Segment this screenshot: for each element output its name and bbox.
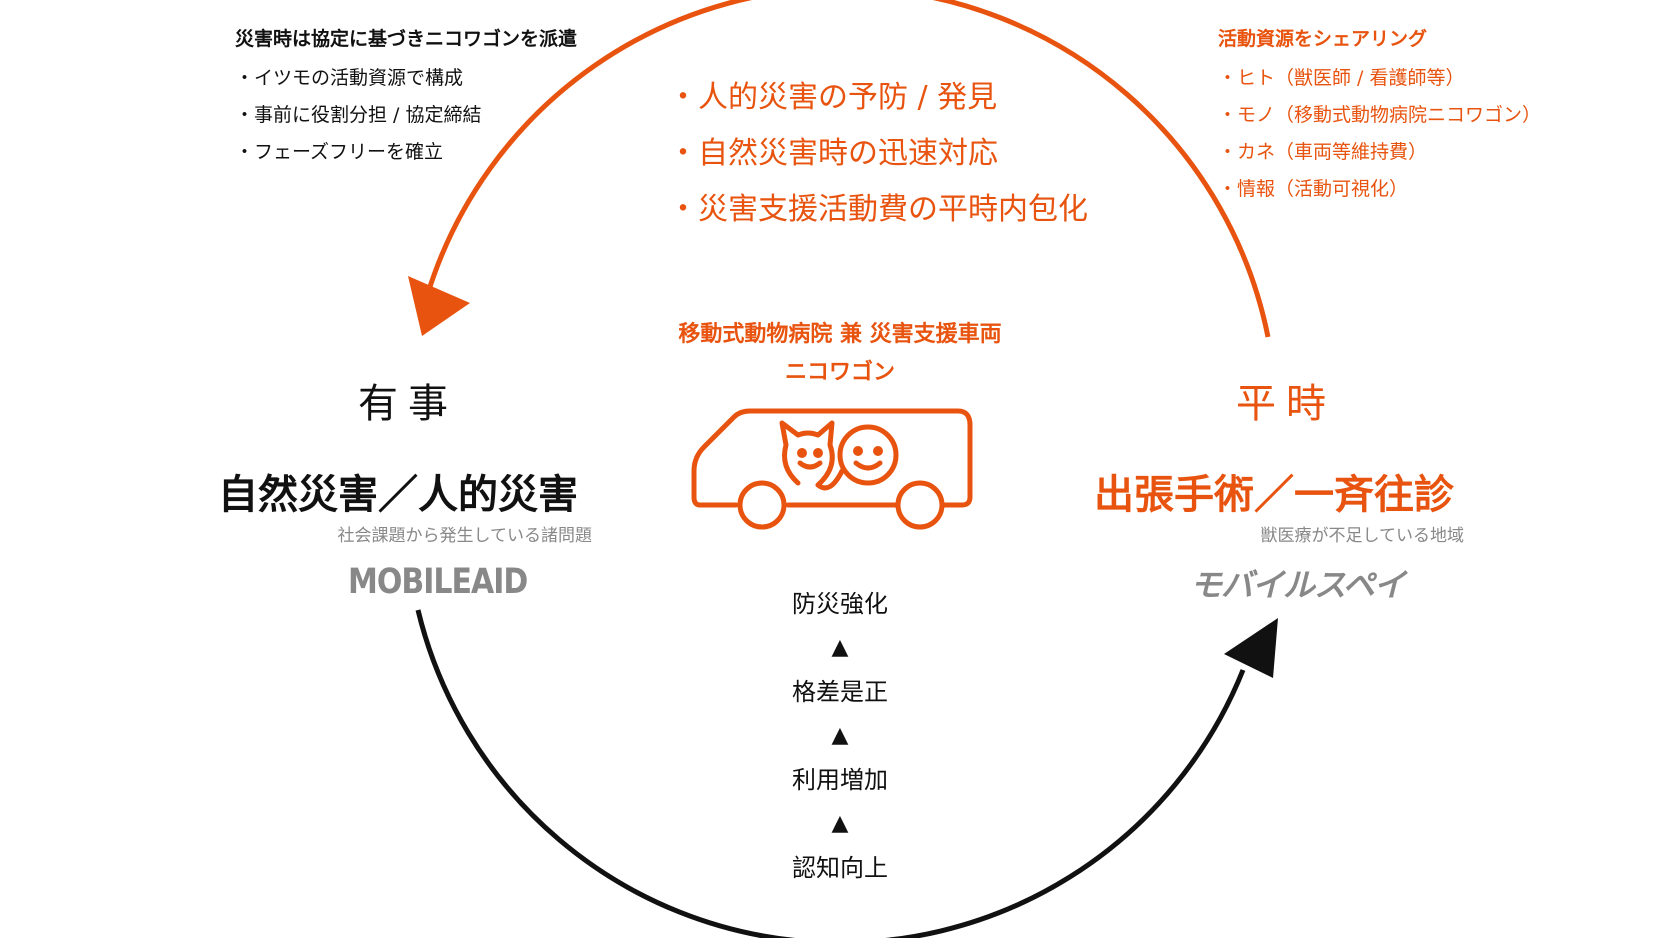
benefit-item: ・自然災害時の迅速対応	[668, 136, 998, 171]
benefit-item: ・災害支援活動費の平時内包化	[668, 192, 1088, 227]
step-item: 格差是正	[792, 678, 888, 706]
top-right-list: ・ヒト（獣医師 / 看護師等） ・モノ（移動式動物病院ニコワゴン） ・カネ（車両…	[1218, 60, 1541, 208]
top-left-list: ・イツモの活動資源で構成 ・事前に役割分担 / 協定締結 ・フェーズフリーを確立	[235, 60, 481, 171]
top-right-item: ・ヒト（獣医師 / 看護師等）	[1218, 67, 1465, 89]
top-right-item: ・モノ（移動式動物病院ニコワゴン）	[1218, 104, 1542, 126]
yuji-label: 有事	[358, 381, 458, 427]
step-item: 防災強化	[792, 590, 888, 618]
top-right-item: ・カネ（車両等維持費）	[1218, 141, 1428, 163]
benefits-list: ・人的災害の予防 / 発見 ・自然災害時の迅速対応 ・災害支援活動費の平時内包化	[668, 70, 1088, 238]
orange-top-arc	[425, 0, 1271, 338]
top-right-item: ・情報（活動可視化）	[1218, 178, 1409, 200]
top-left-item: ・イツモの活動資源で構成	[235, 67, 464, 89]
vehicle-name: ニコワゴン	[784, 360, 895, 385]
top-right-title: 活動資源をシェアリング	[1218, 28, 1428, 50]
benefit-item: ・人的災害の予防 / 発見	[668, 80, 998, 115]
left-subtitle: 社会課題から発生している諸問題	[337, 526, 593, 546]
step-item: 認知向上	[792, 854, 888, 882]
step-item: 利用増加	[792, 766, 888, 794]
top-left-item: ・フェーズフリーを確立	[235, 141, 444, 163]
top-left-item: ・事前に役割分担 / 協定締結	[235, 104, 482, 126]
van-icon	[691, 408, 973, 530]
up-arrow-icon: ▲	[831, 635, 849, 660]
black-bottom-arc	[415, 609, 1246, 938]
mobile-supei-logo: モバイルスペイ	[1190, 566, 1406, 604]
top-left-title: 災害時は協定に基づきニコワゴンを派遣	[235, 28, 578, 50]
left-heading: 自然災害／人的災害	[218, 472, 578, 518]
right-heading: 出張手術／一斉往診	[1094, 472, 1454, 518]
black-arrow-head	[1224, 618, 1278, 678]
steps-flow: 防災強化 ▲ 格差是正 ▲ 利用増加 ▲ 認知向上	[740, 578, 940, 894]
up-arrow-icon: ▲	[831, 811, 849, 836]
right-subtitle: 獣医療が不足している地域	[1260, 526, 1465, 546]
heiji-label: 平時	[1236, 381, 1336, 427]
vehicle-title: 移動式動物病院 兼 災害支援車両	[678, 322, 1002, 347]
mobileaid-logo: MOBILEAID	[348, 562, 528, 603]
orange-arrow-head	[408, 276, 470, 336]
up-arrow-icon: ▲	[831, 723, 849, 748]
